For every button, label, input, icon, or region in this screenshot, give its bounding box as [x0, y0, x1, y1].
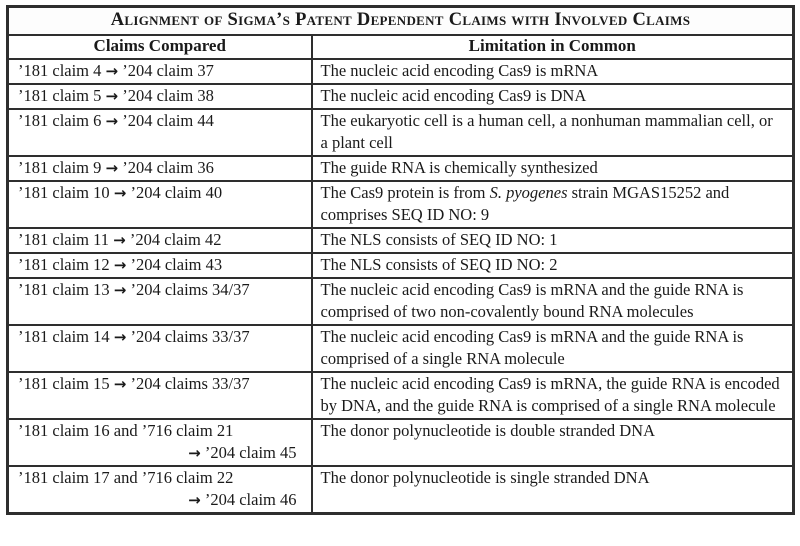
- right-arrow-icon: →: [105, 87, 119, 105]
- limitation-in-common-cell: The NLS consists of SEQ ID NO: 2: [310, 252, 795, 279]
- limitation-text: The donor polynucleotide is single stran…: [320, 468, 650, 487]
- right-arrow-icon: →: [113, 231, 126, 249]
- claims-alignment-table: Alignment of Sigma’s Patent Dependent Cl…: [6, 5, 795, 515]
- limitation-text: The nucleic acid encoding Cas9 is DNA: [320, 86, 587, 105]
- right-arrow-icon: →: [105, 159, 119, 177]
- claims-compared-cell: ’181 claim 13 → ’204 claims 34/37: [6, 277, 313, 326]
- limitation-in-common-cell: The nucleic acid encoding Cas9 is DNA: [310, 83, 795, 110]
- claims-text: ’181 claim 17 and ’716 claim 22: [18, 468, 234, 487]
- claims-text: ’181 claim 16 and ’716 claim 21: [18, 421, 234, 440]
- limitation-text: The guide RNA is chemically synthesized: [320, 158, 598, 177]
- right-arrow-icon: →: [188, 491, 201, 509]
- table-row: ’181 claim 5 → ’204 claim 38 The nucleic …: [6, 83, 795, 110]
- limitation-text: strain MGAS15252 and comprises SEQ ID NO…: [320, 183, 730, 224]
- claims-compared-cell: ’181 claim 16 and ’716 claim 21 → ’204 cl…: [6, 418, 313, 467]
- table-row: ’181 claim 16 and ’716 claim 21 → ’204 cl…: [6, 418, 795, 467]
- claims-text: ’181 claim 9 → ’204 claim 36: [18, 158, 214, 177]
- table-head: Alignment of Sigma’s Patent Dependent Cl…: [6, 5, 795, 60]
- claims-compared-cell: ’181 claim 9 → ’204 claim 36: [6, 155, 313, 182]
- limitation-text: The eukaryotic cell is a human cell, a n…: [320, 111, 773, 152]
- limitation-text: The nucleic acid encoding Cas9 is mRNA, …: [320, 374, 780, 415]
- limitation-in-common-cell: The nucleic acid encoding Cas9 is mRNA a…: [310, 324, 795, 373]
- right-arrow-icon: →: [113, 328, 127, 346]
- limitation-text: The donor polynucleotide is double stran…: [320, 421, 656, 440]
- claims-compared-cell: ’181 claim 10 → ’204 claim 40: [6, 180, 313, 229]
- column-header-limitation-in-common: Limitation in Common: [310, 34, 795, 60]
- claims-text: ’181 claim 4 → ’204 claim 37: [18, 61, 214, 80]
- claims-text: ’181 claim 6 → ’204 claim 44: [18, 111, 214, 130]
- table-row: ’181 claim 15 → ’204 claims 33/37 The nuc…: [6, 371, 795, 420]
- right-arrow-icon: →: [105, 62, 119, 80]
- table-row: ’181 claim 9 → ’204 claim 36 The guide RN…: [6, 155, 795, 182]
- claims-compared-cell: ’181 claim 6 → ’204 claim 44: [6, 108, 313, 157]
- right-arrow-icon: →: [188, 444, 201, 462]
- limitation-text: The nucleic acid encoding Cas9 is mRNA: [320, 61, 599, 80]
- table-row: ’181 claim 17 and ’716 claim 22 → ’204 cl…: [6, 465, 795, 515]
- limitation-text: The NLS consists of SEQ ID NO: 1: [320, 230, 558, 249]
- right-arrow-icon: →: [113, 256, 127, 274]
- limitation-text: The Cas9 protein is from: [320, 183, 490, 202]
- limitation-in-common-cell: The nucleic acid encoding Cas9 is mRNA: [310, 58, 795, 85]
- limitation-text: The nucleic acid encoding Cas9 is mRNA a…: [320, 327, 744, 368]
- limitation-in-common-cell: The eukaryotic cell is a human cell, a n…: [310, 108, 795, 157]
- limitation-in-common-cell: The donor polynucleotide is single stran…: [310, 465, 795, 515]
- right-arrow-icon: →: [113, 281, 127, 299]
- limitation-in-common-cell: The nucleic acid encoding Cas9 is mRNA, …: [310, 371, 795, 420]
- claims-compared-cell: ’181 claim 15 → ’204 claims 33/37: [6, 371, 313, 420]
- table-row: ’181 claim 4 → ’204 claim 37 The nucleic …: [6, 58, 795, 85]
- limitation-in-common-cell: The nucleic acid encoding Cas9 is mRNA a…: [310, 277, 795, 326]
- table-row: ’181 claim 10 → ’204 claim 40 The Cas9 pr…: [6, 180, 795, 229]
- claims-text: ’181 claim 11 → ’204 claim 42: [18, 230, 222, 249]
- limitation-text-italic: S. pyogenes: [489, 183, 568, 202]
- claims-compared-cell: ’181 claim 5 → ’204 claim 38: [6, 83, 313, 110]
- claims-compared-cell: ’181 claim 17 and ’716 claim 22 → ’204 cl…: [6, 465, 313, 515]
- table-body: ’181 claim 4 → ’204 claim 37 The nucleic …: [6, 58, 795, 515]
- limitation-in-common-cell: The Cas9 protein is from S. pyogenes str…: [310, 180, 795, 229]
- right-arrow-icon: →: [113, 184, 127, 202]
- limitation-text: The NLS consists of SEQ ID NO: 2: [320, 255, 558, 274]
- table-row: ’181 claim 11 → ’204 claim 42 The NLS con…: [6, 227, 795, 254]
- claims-text-continuation: → ’204 claim 46: [188, 490, 297, 509]
- limitation-in-common-cell: The guide RNA is chemically synthesized: [310, 155, 795, 182]
- limitation-in-common-cell: The NLS consists of SEQ ID NO: 1: [310, 227, 795, 254]
- claims-compared-cell: ’181 claim 14 → ’204 claims 33/37: [6, 324, 313, 373]
- claims-compared-cell: ’181 claim 11 → ’204 claim 42: [6, 227, 313, 254]
- limitation-text: The nucleic acid encoding Cas9 is mRNA a…: [320, 280, 744, 321]
- claims-text: ’181 claim 15 → ’204 claims 33/37: [18, 374, 250, 393]
- claims-text-continuation: → ’204 claim 45: [188, 443, 297, 462]
- right-arrow-icon: →: [105, 112, 119, 130]
- claims-text: ’181 claim 13 → ’204 claims 34/37: [18, 280, 250, 299]
- table-row: ’181 claim 12 → ’204 claim 43 The NLS con…: [6, 252, 795, 279]
- claims-text: ’181 claim 10 → ’204 claim 40: [18, 183, 223, 202]
- right-arrow-icon: →: [113, 375, 127, 393]
- claims-text: ’181 claim 14 → ’204 claims 33/37: [18, 327, 250, 346]
- table-title: Alignment of Sigma’s Patent Dependent Cl…: [6, 5, 795, 36]
- table-row: ’181 claim 6 → ’204 claim 44 The eukaryot…: [6, 108, 795, 157]
- column-header-row: Claims Compared Limitation in Common: [6, 34, 795, 60]
- claims-text: ’181 claim 12 → ’204 claim 43: [18, 255, 223, 274]
- column-header-claims-compared: Claims Compared: [6, 34, 313, 60]
- claims-text: ’181 claim 5 → ’204 claim 38: [18, 86, 214, 105]
- claims-compared-cell: ’181 claim 4 → ’204 claim 37: [6, 58, 313, 85]
- table-row: ’181 claim 14 → ’204 claims 33/37 The nuc…: [6, 324, 795, 373]
- claims-compared-cell: ’181 claim 12 → ’204 claim 43: [6, 252, 313, 279]
- title-row: Alignment of Sigma’s Patent Dependent Cl…: [6, 5, 795, 36]
- limitation-in-common-cell: The donor polynucleotide is double stran…: [310, 418, 795, 467]
- table-row: ’181 claim 13 → ’204 claims 34/37 The nuc…: [6, 277, 795, 326]
